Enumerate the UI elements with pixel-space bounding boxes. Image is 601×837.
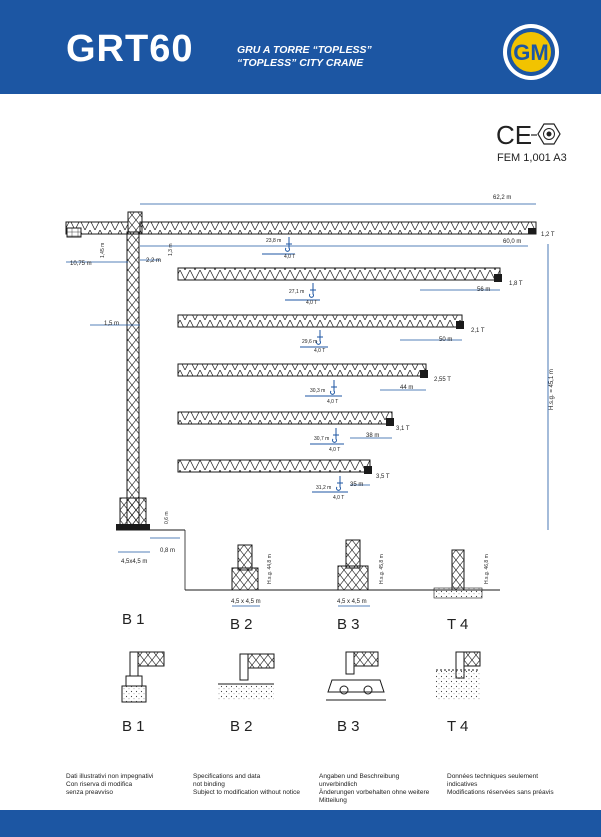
header-bar bbox=[0, 0, 601, 94]
jib6-length: 35 m bbox=[350, 482, 363, 488]
jib-depth: 1,3 m bbox=[168, 243, 174, 256]
hook-height: H.s.g. = 45,1 m bbox=[549, 369, 555, 410]
jib-2 bbox=[177, 267, 502, 282]
base-t4-height: H.s.g. 46,8 m bbox=[484, 554, 490, 584]
jib5-length: 38 m bbox=[366, 433, 379, 439]
jib4-length: 44 m bbox=[400, 385, 413, 391]
crane-mast bbox=[116, 231, 150, 531]
base-b2-height: H.s.g. 44,8 m bbox=[267, 554, 273, 584]
base-b3-size: 4,5 x 4,5 m bbox=[337, 599, 367, 605]
base-label-t4: T 4 bbox=[447, 616, 468, 633]
jib4-max-load: 4,0 T bbox=[327, 399, 338, 405]
jib-4 bbox=[177, 363, 428, 378]
jib6-max-load: 4,0 T bbox=[333, 495, 344, 501]
jib-3 bbox=[177, 314, 464, 329]
base-t4 bbox=[433, 549, 483, 599]
jib2-max-load: 4,0 T bbox=[306, 300, 317, 306]
jib1-tip-load: 1,2 T bbox=[541, 232, 555, 238]
detail-label-b1: B 1 bbox=[122, 718, 145, 735]
detail-t4 bbox=[436, 651, 481, 700]
svg-text:CE: CE bbox=[496, 120, 532, 150]
base-height: 0,6 m bbox=[164, 511, 170, 524]
detail-label-b3: B 3 bbox=[337, 718, 360, 735]
base-label-b1: B 1 bbox=[122, 611, 145, 628]
base-b2-size: 4,5 x 4,5 m bbox=[231, 599, 261, 605]
base-offset: 0,8 m bbox=[160, 548, 175, 554]
base-size: 4,5x4,5 m bbox=[121, 559, 147, 565]
detail-b1 bbox=[121, 651, 165, 703]
detail-b2 bbox=[218, 653, 275, 700]
cab-width: 2,2 m bbox=[146, 258, 161, 264]
jib1-max-radius: 23,8 m bbox=[266, 238, 281, 244]
counter-jib bbox=[65, 211, 143, 238]
base-label-b3: B 3 bbox=[337, 616, 360, 633]
model-title: GRT60 bbox=[66, 28, 194, 70]
jib3-max-load: 4,0 T bbox=[314, 348, 325, 354]
jib5-max-radius: 30,7 m bbox=[314, 436, 329, 442]
footer-bar bbox=[0, 810, 601, 837]
detail-label-b2: B 2 bbox=[230, 718, 253, 735]
jib-1 bbox=[139, 221, 537, 235]
crane-drawing: 62,2 m 1,2 T 60,0 m 23,8 m 4,0 T 56 m 1,… bbox=[65, 195, 555, 735]
jib2-tip-load: 1,8 T bbox=[509, 281, 523, 287]
base-b2 bbox=[231, 544, 260, 607]
company-logo-icon: GM bbox=[503, 24, 559, 80]
counter-jib-height: 1,45 m bbox=[100, 243, 106, 258]
jib1-extra: 60,0 m bbox=[503, 239, 521, 245]
jib2-length: 56 m bbox=[477, 287, 490, 293]
counter-jib-length: 10,75 m bbox=[70, 261, 92, 267]
hook-markers bbox=[262, 237, 348, 493]
detail-label-t4: T 4 bbox=[447, 718, 468, 735]
jib3-tip-load: 2,1 T bbox=[471, 328, 485, 334]
subtitle-english: “TOPLESS” CITY CRANE bbox=[237, 57, 364, 69]
fem-classification: FEM 1,001 A3 bbox=[497, 152, 567, 164]
jib1-length: 62,2 m bbox=[493, 195, 511, 201]
tower-section: 1,5 m bbox=[104, 321, 119, 327]
jib6-max-radius: 31,2 m bbox=[316, 485, 331, 491]
jib6-tip-load: 3,5 T bbox=[376, 474, 390, 480]
jib3-max-radius: 29,6 m bbox=[302, 339, 317, 345]
ground-line bbox=[116, 529, 500, 591]
jib4-tip-load: 2,55 T bbox=[434, 377, 451, 383]
jib5-max-load: 4,0 T bbox=[329, 447, 340, 453]
detail-b3 bbox=[326, 651, 386, 701]
base-b3-height: H.s.g. 45,8 m bbox=[379, 554, 385, 584]
jib2-max-radius: 27,1 m bbox=[289, 289, 304, 295]
jib4-max-radius: 30,3 m bbox=[310, 388, 325, 394]
base-label-b2: B 2 bbox=[230, 616, 253, 633]
jib-6 bbox=[177, 459, 372, 474]
jib3-length: 50 m bbox=[439, 337, 452, 343]
dimension-lines bbox=[66, 203, 549, 553]
ce-mark-icon: CE bbox=[496, 120, 561, 150]
logo-letters: GM bbox=[513, 40, 548, 65]
base-b3 bbox=[337, 539, 370, 607]
subtitle-italian: GRU A TORRE “TOPLESS” bbox=[237, 44, 372, 56]
jib1-max-load: 4,0 T bbox=[284, 254, 295, 260]
jib-5 bbox=[177, 411, 394, 426]
jib5-tip-load: 3,1 T bbox=[396, 426, 410, 432]
